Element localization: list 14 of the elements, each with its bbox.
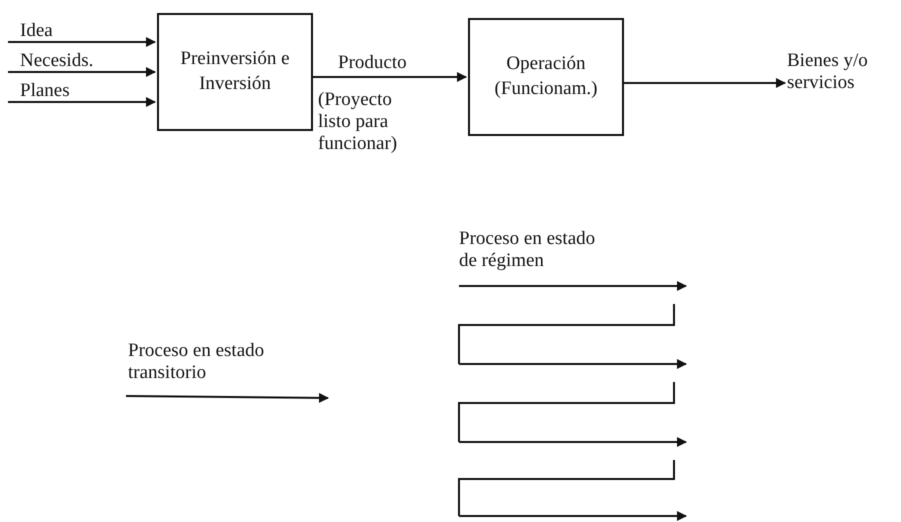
arrow bbox=[8, 37, 156, 47]
process-box: Preinversión e Inversión bbox=[157, 13, 313, 131]
input-label: Planes bbox=[8, 80, 140, 102]
arrow bbox=[624, 78, 786, 88]
note-text: (Proyecto listo para funcionar) bbox=[318, 89, 398, 155]
input-label: Necesids. bbox=[8, 50, 140, 72]
process-box: Operación (Funcionam.) bbox=[468, 18, 624, 136]
arrow bbox=[8, 67, 156, 77]
input-label: Idea bbox=[8, 20, 140, 42]
caption-text: Proceso en estado de régimen bbox=[459, 228, 596, 272]
output-label: Bienes y/o servicios bbox=[787, 50, 897, 102]
caption-text: Proceso en estado transitorio bbox=[128, 340, 266, 384]
arrow bbox=[313, 72, 467, 82]
arrow bbox=[8, 97, 156, 107]
